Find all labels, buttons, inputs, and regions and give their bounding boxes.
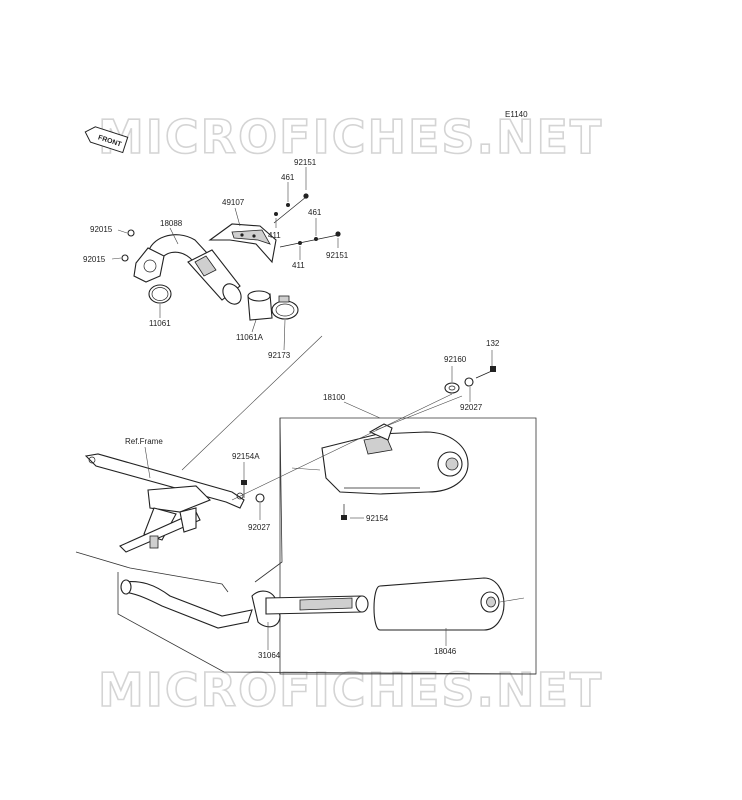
label-461-b: 461 [308,208,322,217]
silencer [373,577,505,631]
washer-92027-a [464,377,474,387]
label-11061a: 11061A [236,333,264,342]
watermark-bottom: MICROFICHES.NET [98,663,603,717]
diagram-code: E1140 [505,110,528,119]
label-31064: 31064 [258,651,281,660]
label-92160: 92160 [444,355,467,364]
label-18046: 18046 [434,647,457,656]
gasket-11061a [247,290,273,321]
label-132: 132 [486,339,500,348]
label-11061: 11061 [149,319,171,328]
label-92154: 92154 [366,514,389,523]
front-arrow-icon: FRONT [84,126,129,154]
label-92015-a: 92015 [90,225,113,234]
collar-92160 [444,382,460,394]
ref-frame [84,453,245,553]
label-92154a: 92154A [232,452,260,461]
label-461-a: 461 [281,173,295,182]
label-411-a: 411 [268,231,281,240]
label-92151-a: 92151 [294,158,317,167]
label-92173: 92173 [268,351,291,360]
label-18100: 18100 [323,393,346,402]
nut-92015-b [121,254,129,262]
label-49107: 49107 [222,198,245,207]
washer-92027-b [255,493,265,503]
bolt-92151-b [279,231,341,248]
label-18088: 18088 [160,219,183,228]
header-pipe [133,234,242,305]
clamp-92173 [271,295,299,320]
mid-pipe [120,579,369,629]
label-92151-b: 92151 [326,251,349,260]
label-92027-b: 92027 [248,523,271,532]
label-ref-frame: Ref.Frame [125,437,163,446]
watermark-top: MICROFICHES.NET [98,110,603,164]
bolt-92151-a [273,193,309,224]
label-92015-b: 92015 [83,255,106,264]
label-92027-a: 92027 [460,403,483,412]
bolt-132 [475,366,496,379]
mount-leader [375,395,463,431]
bolt-92154a [241,480,247,498]
nut-92015-a [127,229,135,237]
label-411-b: 411 [292,261,305,270]
muffler-body [321,423,469,495]
bolt-92154 [341,504,347,520]
heat-guard [208,223,277,264]
